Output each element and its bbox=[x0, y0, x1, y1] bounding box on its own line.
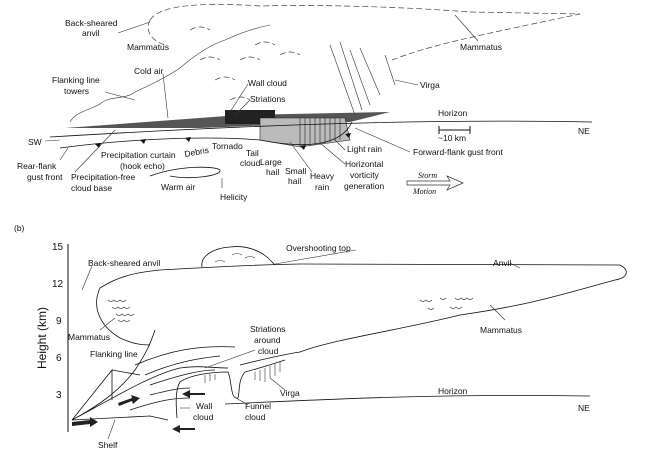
label-heavy-rain: Heavy bbox=[310, 171, 335, 181]
label-b-virga: Virga bbox=[280, 388, 300, 398]
panel-b-label: (b) bbox=[14, 223, 25, 233]
label-large-hail: Large bbox=[260, 157, 282, 167]
label-motion: Motion bbox=[412, 187, 436, 196]
label-horizon: Horizon bbox=[438, 108, 468, 118]
label-precip-free-cloud-base-2: cloud base bbox=[71, 183, 112, 193]
y-axis: 15 12 9 6 3 Height (km) bbox=[35, 242, 69, 432]
label-small-hail-2: hail bbox=[288, 176, 301, 186]
panel-b-labels: Back-sheared anvil Overshooting top Anvi… bbox=[68, 243, 590, 450]
panel-a-drawing bbox=[44, 4, 593, 191]
label-b-flanking-line: Flanking line bbox=[90, 349, 138, 359]
label-forward-flank-gust-front: Forward-flank gust front bbox=[413, 147, 503, 157]
cloud-texture bbox=[189, 26, 301, 101]
panel-b-drawing bbox=[71, 246, 627, 440]
label-helicity: Helicity bbox=[220, 192, 248, 202]
label-scale: ~10 km bbox=[438, 133, 466, 143]
label-horizontal-vorticity-3: generation bbox=[344, 181, 384, 191]
label-heavy-rain-2: rain bbox=[315, 182, 329, 192]
label-cold-air: Cold air bbox=[134, 66, 163, 76]
cloud-tower bbox=[69, 24, 271, 123]
label-rear-flank-gust-front-2: gust front bbox=[27, 172, 63, 182]
label-b-mammatus-right: Mammatus bbox=[480, 325, 522, 335]
anvil-top bbox=[99, 263, 627, 366]
label-b-wall-cloud-2: cloud bbox=[193, 412, 214, 422]
label-ne: NE bbox=[578, 126, 590, 136]
label-mammatus-right: Mammatus bbox=[460, 42, 502, 52]
label-precipitation-curtain: Precipitation curtain bbox=[101, 150, 176, 160]
label-tail-cloud: Tail bbox=[246, 148, 259, 158]
label-precip-free-cloud-base: Precipitation-free bbox=[71, 172, 136, 182]
label-tail-cloud-2: cloud bbox=[240, 158, 261, 168]
label-small-hail: Small bbox=[285, 166, 306, 176]
horizon-line-b bbox=[224, 395, 591, 405]
anvil-outline bbox=[149, 4, 581, 21]
label-mammatus-left: Mammatus bbox=[127, 42, 169, 52]
label-b-horizon: Horizon bbox=[438, 386, 468, 396]
label-horizontal-vorticity: Horizontal bbox=[345, 159, 383, 169]
label-light-rain: Light rain bbox=[347, 144, 382, 154]
label-flanking-line-towers: Flanking line bbox=[52, 75, 100, 85]
leader-lines-a bbox=[44, 14, 479, 188]
storm-motion-arrow bbox=[406, 175, 464, 191]
y-axis-label: Height (km) bbox=[35, 307, 49, 369]
y-tick-12: 12 bbox=[52, 279, 64, 290]
label-striations: Striations bbox=[250, 94, 285, 104]
label-debris: Debris bbox=[184, 145, 210, 159]
rain-shafts bbox=[299, 118, 341, 146]
label-b-funnel-cloud-2: cloud bbox=[245, 412, 266, 422]
label-b-striations-3: cloud bbox=[258, 346, 279, 356]
label-b-striations-2: around bbox=[254, 335, 281, 345]
flow-arrows bbox=[72, 390, 205, 433]
flanking-line-shape bbox=[71, 329, 229, 421]
label-b-funnel-cloud: Funnel bbox=[245, 401, 271, 411]
label-b-overshooting-top: Overshooting top bbox=[286, 243, 351, 253]
virga-streaks bbox=[329, 41, 396, 116]
label-flanking-line-towers-2: towers bbox=[64, 86, 89, 96]
overshooting-texture bbox=[214, 253, 256, 263]
y-tick-3: 3 bbox=[56, 390, 62, 401]
label-virga: Virga bbox=[420, 80, 440, 90]
label-hook-echo: (hook echo) bbox=[120, 161, 165, 171]
y-tick-15: 15 bbox=[52, 242, 64, 253]
back-sheared-bulge bbox=[96, 287, 151, 346]
label-large-hail-2: hail bbox=[266, 167, 279, 177]
striation-lines bbox=[129, 346, 236, 411]
label-b-shelf: Shelf bbox=[98, 440, 118, 450]
wall-cloud-outline bbox=[175, 359, 286, 419]
label-b-striations: Striations bbox=[250, 324, 285, 334]
label-b-mammatus-left: Mammatus bbox=[68, 332, 110, 342]
scale-bar bbox=[438, 126, 471, 134]
mammatus-b bbox=[107, 297, 474, 322]
label-b-ne: NE bbox=[578, 403, 590, 413]
leader-lines-b bbox=[81, 249, 521, 440]
label-horizontal-vorticity-2: vorticity bbox=[350, 170, 380, 180]
helicity-swirl bbox=[149, 166, 221, 178]
label-back-sheared-anvil-2: anvil bbox=[82, 28, 100, 38]
gust-front-barbs bbox=[95, 133, 351, 150]
label-tornado: Tornado bbox=[212, 141, 243, 151]
label-b-anvil: Anvil bbox=[493, 258, 512, 268]
label-rear-flank-gust-front: Rear-flank bbox=[17, 161, 57, 171]
anvil-underside bbox=[147, 13, 581, 61]
ground-base bbox=[71, 415, 169, 421]
virga-b bbox=[204, 362, 281, 383]
y-tick-6: 6 bbox=[56, 353, 62, 364]
horizon-line bbox=[49, 120, 593, 138]
label-sw: SW bbox=[28, 137, 42, 147]
label-back-sheared-anvil: Back-sheared bbox=[65, 18, 118, 28]
label-b-wall-cloud: Wall bbox=[196, 401, 212, 411]
panel-a-labels: Back-sheared anvil Mammatus Mammatus Col… bbox=[17, 18, 590, 202]
label-b-back-sheared-anvil: Back-sheared anvil bbox=[88, 258, 160, 268]
gust-front bbox=[59, 121, 353, 149]
overshooting-top bbox=[201, 246, 276, 268]
label-storm: Storm bbox=[418, 171, 437, 180]
y-tick-9: 9 bbox=[56, 316, 62, 327]
label-wall-cloud: Wall cloud bbox=[248, 78, 287, 88]
label-warm-air: Warm air bbox=[161, 182, 195, 192]
